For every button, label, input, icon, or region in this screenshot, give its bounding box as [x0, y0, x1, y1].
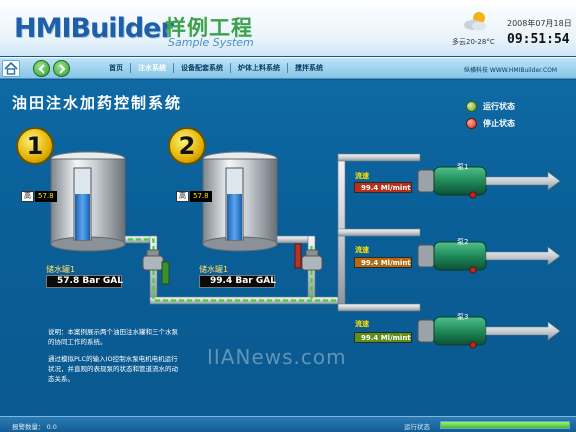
app-header: HMIBuilder 样例工程 Sample System 多云20-28°C … [0, 0, 576, 56]
run-status-bar [440, 421, 570, 429]
high-level-value: 57.8 [35, 191, 57, 202]
description-text: 说明：本案例展示两个油田注水罐和三个水泵的协同工作的系统。 通过模拟PLC的输入… [48, 327, 180, 391]
home-icon [4, 61, 18, 75]
pump-2[interactable] [417, 241, 561, 274]
valve-1[interactable] [142, 249, 170, 285]
tank-2-reading: 99.4 Bar GAL [199, 275, 276, 288]
pump-3-flow-reading: 99.4 Ml/mint [354, 332, 412, 343]
company-link[interactable]: 纵横科技 WWW.HMIBuilder.COM [464, 67, 558, 74]
arrow-right-icon [59, 64, 66, 74]
logo-cn: 样例工程 [165, 16, 253, 40]
tank-1-reading: 57.8 Bar GAL [46, 275, 123, 288]
pump-1[interactable] [417, 166, 561, 199]
alarm-count: 报警数量： 0.0 [12, 423, 57, 431]
back-button[interactable] [33, 60, 50, 77]
page-title: 油田注水加药控制系统 [12, 94, 183, 112]
tank-2 [202, 151, 278, 252]
arrow-left-icon [38, 64, 45, 74]
tank-2-high-level: 高 57.8 [176, 191, 212, 202]
logo-text: HMIBuilder [14, 13, 174, 44]
logo-subtitle: Sample System [168, 36, 254, 49]
legend-stopped-label: 停止状态 [483, 119, 515, 128]
forward-button[interactable] [53, 60, 70, 77]
pump-3-flow-label: 流速 [355, 320, 369, 328]
high-level-label: 高 [176, 191, 189, 202]
tank-2-badge: 2 [168, 127, 206, 165]
tank-1-badge: 1 [16, 127, 54, 165]
pump-3[interactable] [417, 316, 561, 349]
nav-item-equipment[interactable]: 设备配套系统 [174, 63, 231, 73]
date-display: 2008年07月18日 [507, 19, 572, 28]
high-level-label: 高 [21, 191, 34, 202]
run-status-label: 运行状态 [404, 423, 430, 431]
nav-item-home[interactable]: 首页 [102, 63, 131, 73]
pump-2-label: 泵2 [457, 238, 469, 246]
stopped-indicator-icon [466, 118, 477, 129]
nav-bar: 首页 注水系统 设备配套系统 炉体上料系统 搅拌系统 纵横科技 WWW.HMIB… [0, 57, 576, 79]
run-status-bar-fill [441, 422, 569, 428]
pump-1-flow-reading: 99.4 Ml/mint [354, 182, 412, 193]
watermark: IIANews.com [207, 345, 347, 369]
pump-2-flow-reading: 99.4 Ml/mint [354, 257, 412, 268]
legend-running-label: 运行状态 [483, 102, 515, 111]
tank-1-level-fill [75, 194, 90, 240]
legend-running: 运行状态 [466, 98, 515, 115]
weather-text: 多云20-28°C [452, 38, 495, 46]
tank-1 [50, 151, 126, 252]
nav-item-water-injection[interactable]: 注水系统 [131, 63, 174, 73]
running-indicator-icon [466, 101, 477, 112]
legend-stopped: 停止状态 [466, 115, 515, 132]
description-paragraph-2: 通过模拟PLC的输入IO控制水泵电机电机运行状况，并直观的表现泵的状态和管道流水… [48, 355, 178, 383]
nav-menu: 首页 注水系统 设备配套系统 炉体上料系统 搅拌系统 [102, 63, 330, 73]
nav-item-mixing[interactable]: 搅拌系统 [295, 64, 323, 72]
pump-1-flow-label: 流速 [355, 172, 369, 180]
tank-2-label: 储水罐1 [199, 265, 229, 274]
tank-1-high-level: 高 57.8 [21, 191, 57, 202]
cloudy-sun-icon [464, 12, 486, 31]
tank-1-label: 储水罐1 [46, 265, 76, 274]
pump-1-label: 泵1 [457, 163, 469, 171]
pump-3-label: 泵3 [457, 313, 469, 321]
nav-item-furnace-feeding[interactable]: 炉体上料系统 [231, 63, 288, 73]
tank-2-level-fill [227, 194, 242, 240]
valve-2[interactable] [294, 243, 323, 271]
status-bar: 报警数量： 0.0 运行状态 [0, 416, 576, 432]
home-button[interactable] [2, 60, 20, 77]
high-level-value: 57.8 [190, 191, 212, 202]
pump-2-flow-label: 流速 [355, 246, 369, 254]
time-display: 09:51:54 [507, 32, 570, 47]
status-legend: 运行状态 停止状态 [466, 98, 515, 132]
description-paragraph-1: 说明：本案例展示两个油田注水罐和三个水泵的协同工作的系统。 [48, 328, 178, 346]
